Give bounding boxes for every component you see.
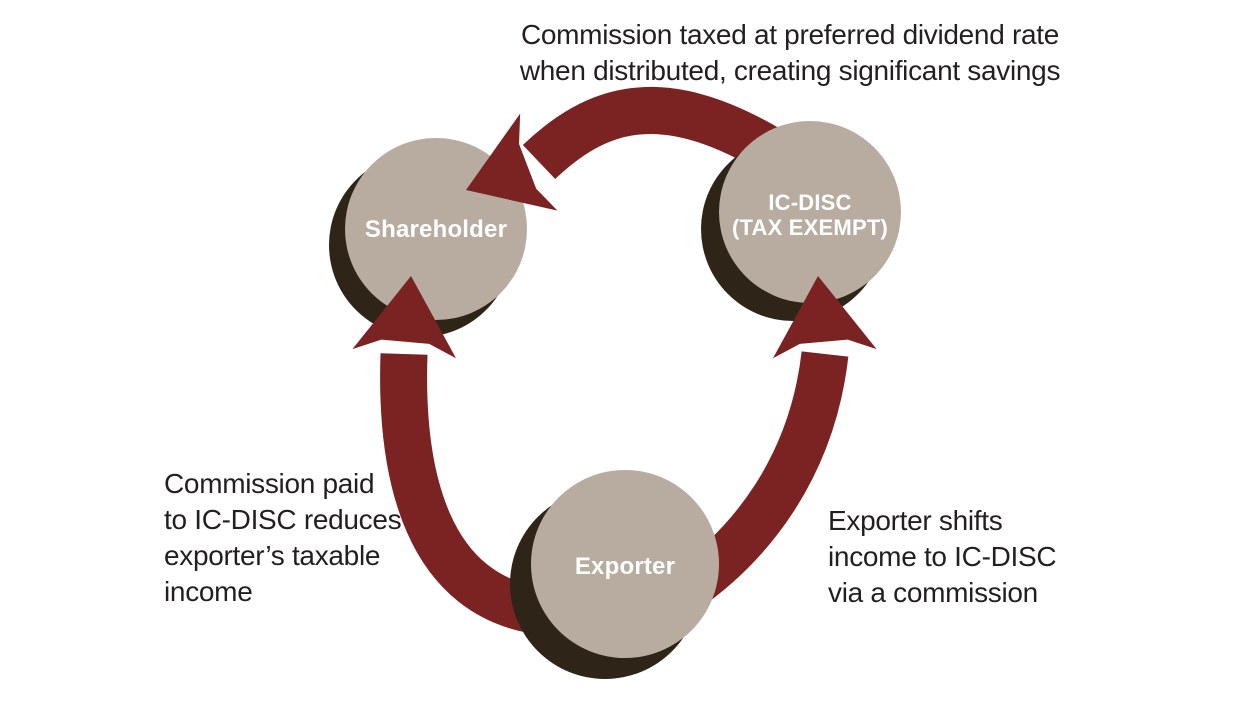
annotation-exporter-shifts: Exporter shifts income to IC-DISC via a …	[828, 503, 1128, 611]
arrow-exporter-to-shareholder-head	[352, 276, 457, 359]
annotation-line: when distributed, creating significant s…	[519, 55, 1061, 86]
exporter-circle	[531, 470, 719, 658]
icdisc-label-text: IC-DISC	[768, 190, 852, 215]
annotation-line: via a commission	[828, 577, 1038, 608]
annotation-dividend-rate: Commission taxed at preferred dividend r…	[440, 17, 1140, 89]
annotation-line: income	[164, 576, 253, 607]
exporter-label-text: Exporter	[574, 553, 676, 580]
exporter-label: Exporter	[515, 553, 735, 581]
annotation-line: income to IC-DISC	[828, 541, 1057, 572]
arrow-exporter-to-shareholder-body	[380, 353, 552, 636]
annotation-line: Commission taxed at preferred dividend r…	[520, 19, 1060, 50]
shareholder-label-text: Shareholder	[364, 216, 508, 243]
icdisc-circle	[719, 121, 901, 303]
arrow-icdisc-to-shareholder-body	[522, 86, 782, 180]
arrow-exporter-to-icdisc-head	[772, 276, 877, 359]
arrow-heads	[352, 113, 877, 359]
annotation-line: Exporter shifts	[828, 505, 1003, 536]
annotation-line: Commission paid	[164, 468, 375, 499]
annotation-commission-paid: Commission paid to IC-DISC reduces expor…	[164, 466, 444, 610]
arrow-icdisc-to-shareholder-head	[466, 113, 558, 211]
annotation-line: exporter’s taxable	[164, 540, 381, 571]
icdisc-label: IC-DISC (TAX EXEMPT)	[700, 190, 920, 240]
annotation-line: to IC-DISC reduces	[164, 504, 402, 535]
shareholder-label: Shareholder	[326, 216, 546, 244]
icdisc-sublabel-text: (TAX EXEMPT)	[732, 215, 888, 240]
